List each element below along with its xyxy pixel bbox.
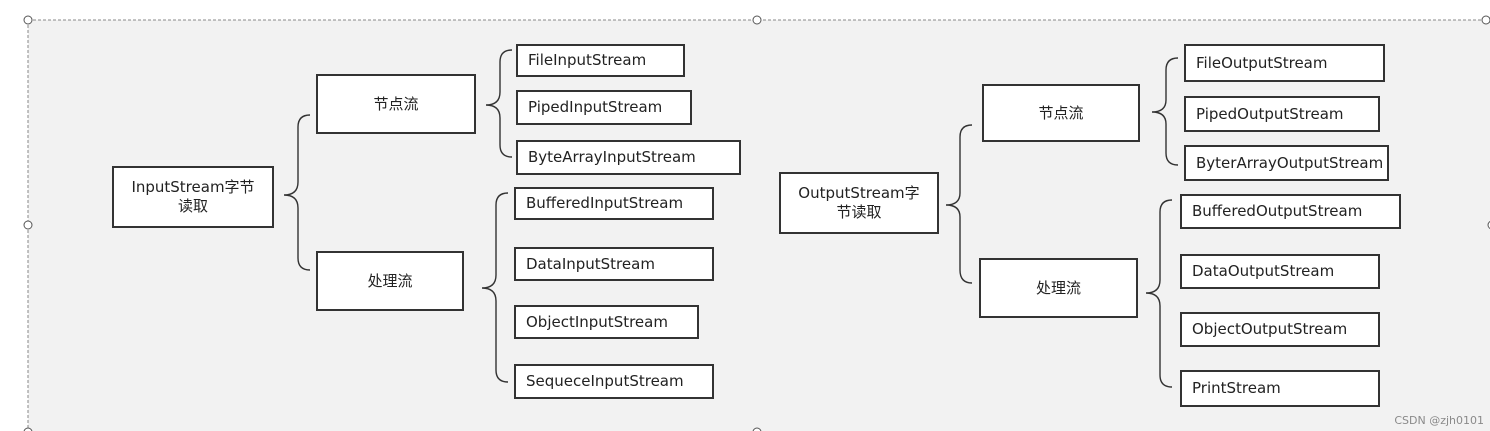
brace-output-root (945, 124, 973, 284)
sequece-input-stream-label: SequeceInputStream (526, 372, 684, 391)
output-stream-root-label: OutputStream字节读取 (798, 184, 920, 221)
buffered-input-stream-label: BufferedInputStream (526, 194, 684, 213)
piped-input-stream-box[interactable]: PipedInputStream (516, 90, 692, 125)
file-output-stream-label: FileOutputStream (1196, 53, 1328, 72)
byte-array-input-stream-label: ByteArrayInputStream (528, 148, 696, 167)
piped-input-stream-label: PipedInputStream (528, 98, 663, 117)
piped-output-stream-box[interactable]: PipedOutputStream (1184, 96, 1380, 132)
watermark-text: CSDN @zjh0101 (1394, 414, 1484, 427)
resize-handle-top-left[interactable] (23, 15, 33, 25)
brace-input-root (283, 114, 311, 271)
resize-handle-top-right[interactable] (1481, 15, 1490, 25)
output-node-stream-label: 节点流 (1038, 103, 1084, 122)
print-stream-box[interactable]: PrintStream (1180, 370, 1380, 407)
byte-array-input-stream-box[interactable]: ByteArrayInputStream (516, 140, 741, 175)
resize-handle-bottom-left[interactable] (23, 427, 33, 431)
buffered-input-stream-box[interactable]: BufferedInputStream (514, 187, 714, 220)
brace-output-node-stream (1151, 57, 1179, 166)
brace-input-node-stream (485, 49, 513, 158)
data-input-stream-box[interactable]: DataInputStream (514, 247, 714, 281)
file-output-stream-box[interactable]: FileOutputStream (1184, 44, 1385, 82)
input-stream-root-label: InputStream字节读取 (131, 178, 255, 215)
buffered-output-stream-box[interactable]: BufferedOutputStream (1180, 194, 1401, 229)
input-node-stream-box[interactable]: 节点流 (316, 74, 476, 134)
sequece-input-stream-box[interactable]: SequeceInputStream (514, 364, 714, 399)
object-output-stream-box[interactable]: ObjectOutputStream (1180, 312, 1380, 347)
input-processing-stream-label: 处理流 (367, 271, 413, 290)
resize-handle-bottom-middle[interactable] (752, 427, 762, 431)
buffered-output-stream-label: BufferedOutputStream (1192, 202, 1363, 221)
output-processing-stream-box[interactable]: 处理流 (979, 258, 1138, 318)
data-output-stream-box[interactable]: DataOutputStream (1180, 254, 1380, 289)
object-output-stream-label: ObjectOutputStream (1192, 320, 1348, 339)
output-stream-root-box[interactable]: OutputStream字节读取 (779, 172, 939, 234)
input-stream-root-box[interactable]: InputStream字节读取 (112, 166, 274, 228)
piped-output-stream-label: PipedOutputStream (1196, 104, 1344, 123)
resize-handle-top-middle[interactable] (752, 15, 762, 25)
object-input-stream-box[interactable]: ObjectInputStream (514, 305, 699, 339)
resize-handle-middle-left[interactable] (23, 220, 33, 230)
input-node-stream-label: 节点流 (373, 94, 419, 113)
data-output-stream-label: DataOutputStream (1192, 262, 1335, 281)
byter-array-output-stream-label: ByterArrayOutputStream (1196, 153, 1384, 172)
brace-output-processing-stream (1145, 199, 1173, 388)
byter-array-output-stream-box[interactable]: ByterArrayOutputStream (1184, 145, 1389, 181)
file-input-stream-box[interactable]: FileInputStream (516, 44, 685, 77)
output-processing-stream-label: 处理流 (1035, 278, 1081, 297)
output-node-stream-box[interactable]: 节点流 (982, 84, 1140, 142)
input-processing-stream-box[interactable]: 处理流 (316, 251, 464, 311)
print-stream-label: PrintStream (1192, 379, 1281, 398)
file-input-stream-label: FileInputStream (528, 51, 647, 70)
data-input-stream-label: DataInputStream (526, 254, 655, 273)
object-input-stream-label: ObjectInputStream (526, 312, 668, 331)
brace-input-processing-stream (481, 192, 509, 383)
